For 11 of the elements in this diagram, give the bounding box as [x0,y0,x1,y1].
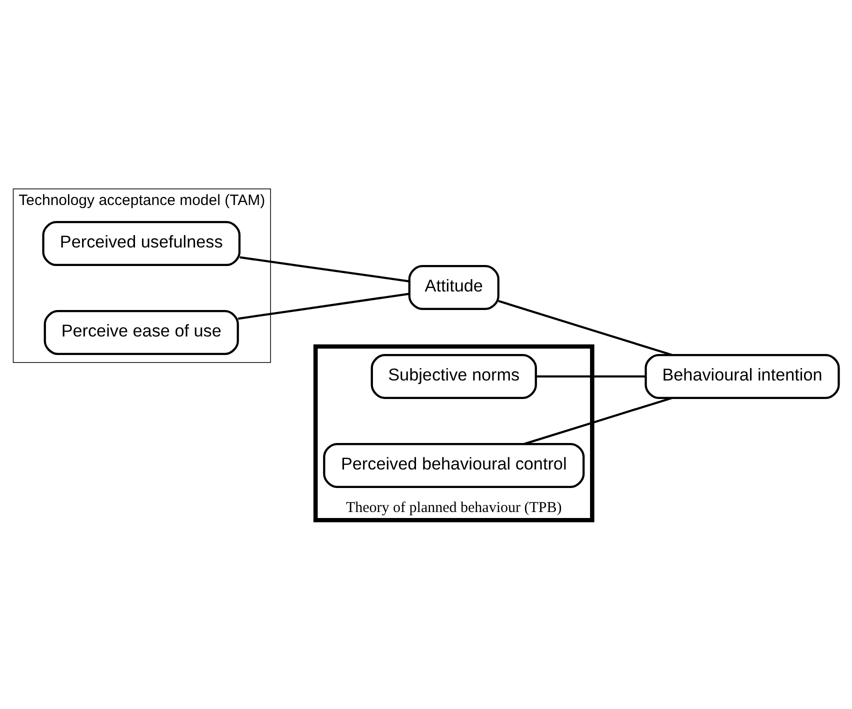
node-box: Perceived behavioural control [323,442,585,488]
connector [524,396,672,445]
connector [536,375,646,378]
node-box: Perceive ease of use [44,310,239,356]
node-box: Perceived usefulness [42,221,241,266]
node-box: Behavioural intention [644,354,840,399]
node-box: Subjective norms [370,354,537,399]
connector [240,256,410,282]
connector [238,292,410,320]
connector [498,300,672,356]
node-box: Attitude [408,264,500,310]
